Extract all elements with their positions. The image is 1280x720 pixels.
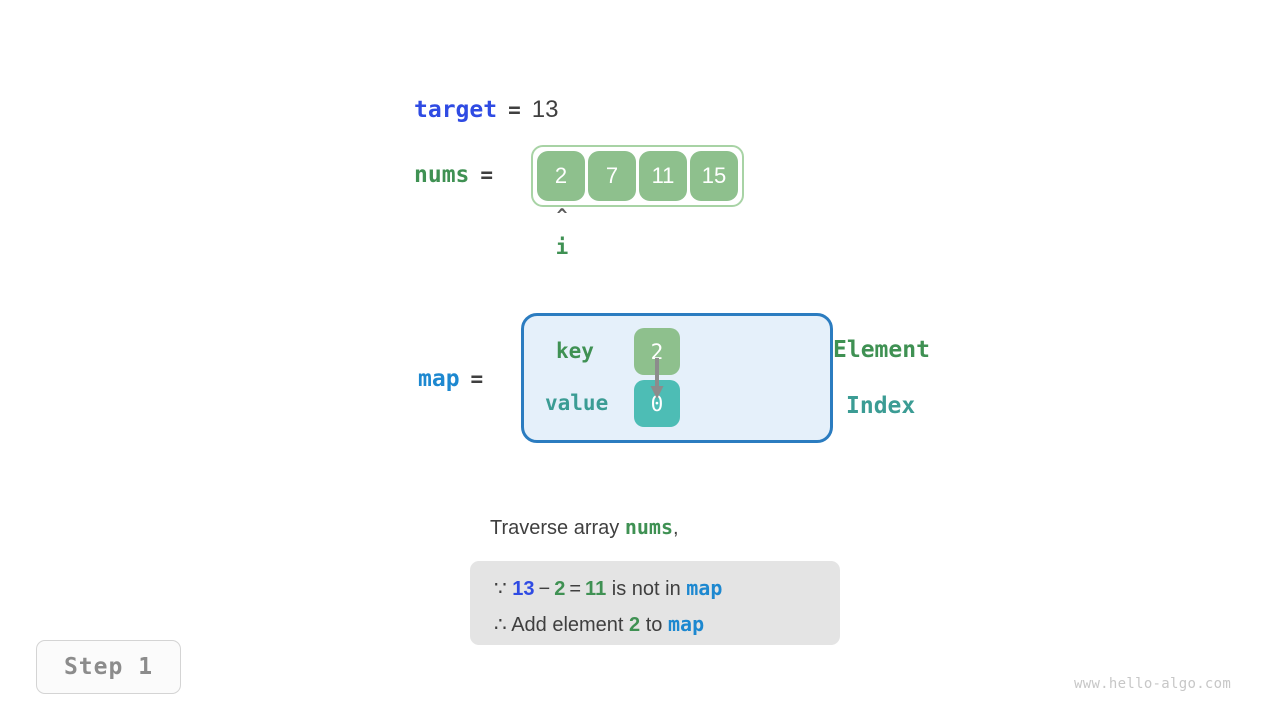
nums-array-container: 2 7 11 15	[531, 145, 744, 207]
array-cell: 2	[537, 151, 585, 201]
explanation-line-1-tail: is not in	[611, 578, 681, 600]
target-variable-row: target = 13	[414, 94, 558, 126]
map-variable-row: map =	[418, 363, 494, 395]
narration-prefix: Traverse array	[490, 517, 625, 539]
array-cell: 7	[588, 151, 636, 201]
watermark: www.hello-algo.com	[1074, 676, 1232, 692]
explanation-equals-operator: =	[569, 578, 582, 600]
target-value: 13	[531, 96, 559, 123]
nums-equals-sign: =	[480, 163, 494, 187]
array-cell: 11	[639, 151, 687, 201]
explanation-line-2-middle: to	[645, 614, 663, 636]
narration-keyword-nums: nums	[624, 515, 674, 539]
narration-line: Traverse array nums,	[490, 515, 679, 540]
explanation-current-element: 2	[554, 578, 566, 600]
map-index-side-label: Index	[846, 393, 916, 419]
explanation-minus-operator: −	[538, 578, 551, 600]
explanation-added-element: 2	[629, 614, 641, 636]
explanation-complement-value: 11	[585, 578, 607, 600]
explanation-line-1-map: map	[686, 576, 723, 600]
nums-variable-row: nums =	[414, 159, 504, 191]
explanation-line-1: ∵ 13−2=11 is not in map	[494, 571, 818, 607]
explanation-line-2-map: map	[667, 612, 705, 636]
explanation-target-value: 13	[512, 578, 535, 600]
target-variable-label: target	[414, 97, 498, 123]
explanation-line-2-prefix: Add element	[511, 614, 624, 636]
map-variable-label: map	[418, 366, 460, 392]
index-pointer-label: i	[555, 235, 569, 259]
explanation-box: ∵ 13−2=11 is not in map ∴ Add element 2 …	[470, 561, 840, 645]
map-key-label: key	[556, 339, 594, 363]
array-cell: 15	[690, 151, 738, 201]
target-equals-sign: =	[508, 98, 521, 122]
step-badge: Step 1	[36, 640, 181, 694]
because-symbol-icon: ∵	[494, 578, 507, 600]
map-value-label: value	[545, 391, 609, 415]
key-to-value-arrow-icon	[650, 358, 664, 399]
map-equals-sign: =	[470, 367, 484, 391]
nums-variable-label: nums	[414, 162, 470, 188]
map-element-side-label: Element	[833, 337, 930, 363]
explanation-line-2: ∴ Add element 2 to map	[494, 607, 818, 643]
narration-suffix: ,	[673, 517, 679, 539]
therefore-symbol-icon: ∴	[494, 614, 507, 636]
index-pointer-caret-icon: ^	[556, 205, 568, 226]
